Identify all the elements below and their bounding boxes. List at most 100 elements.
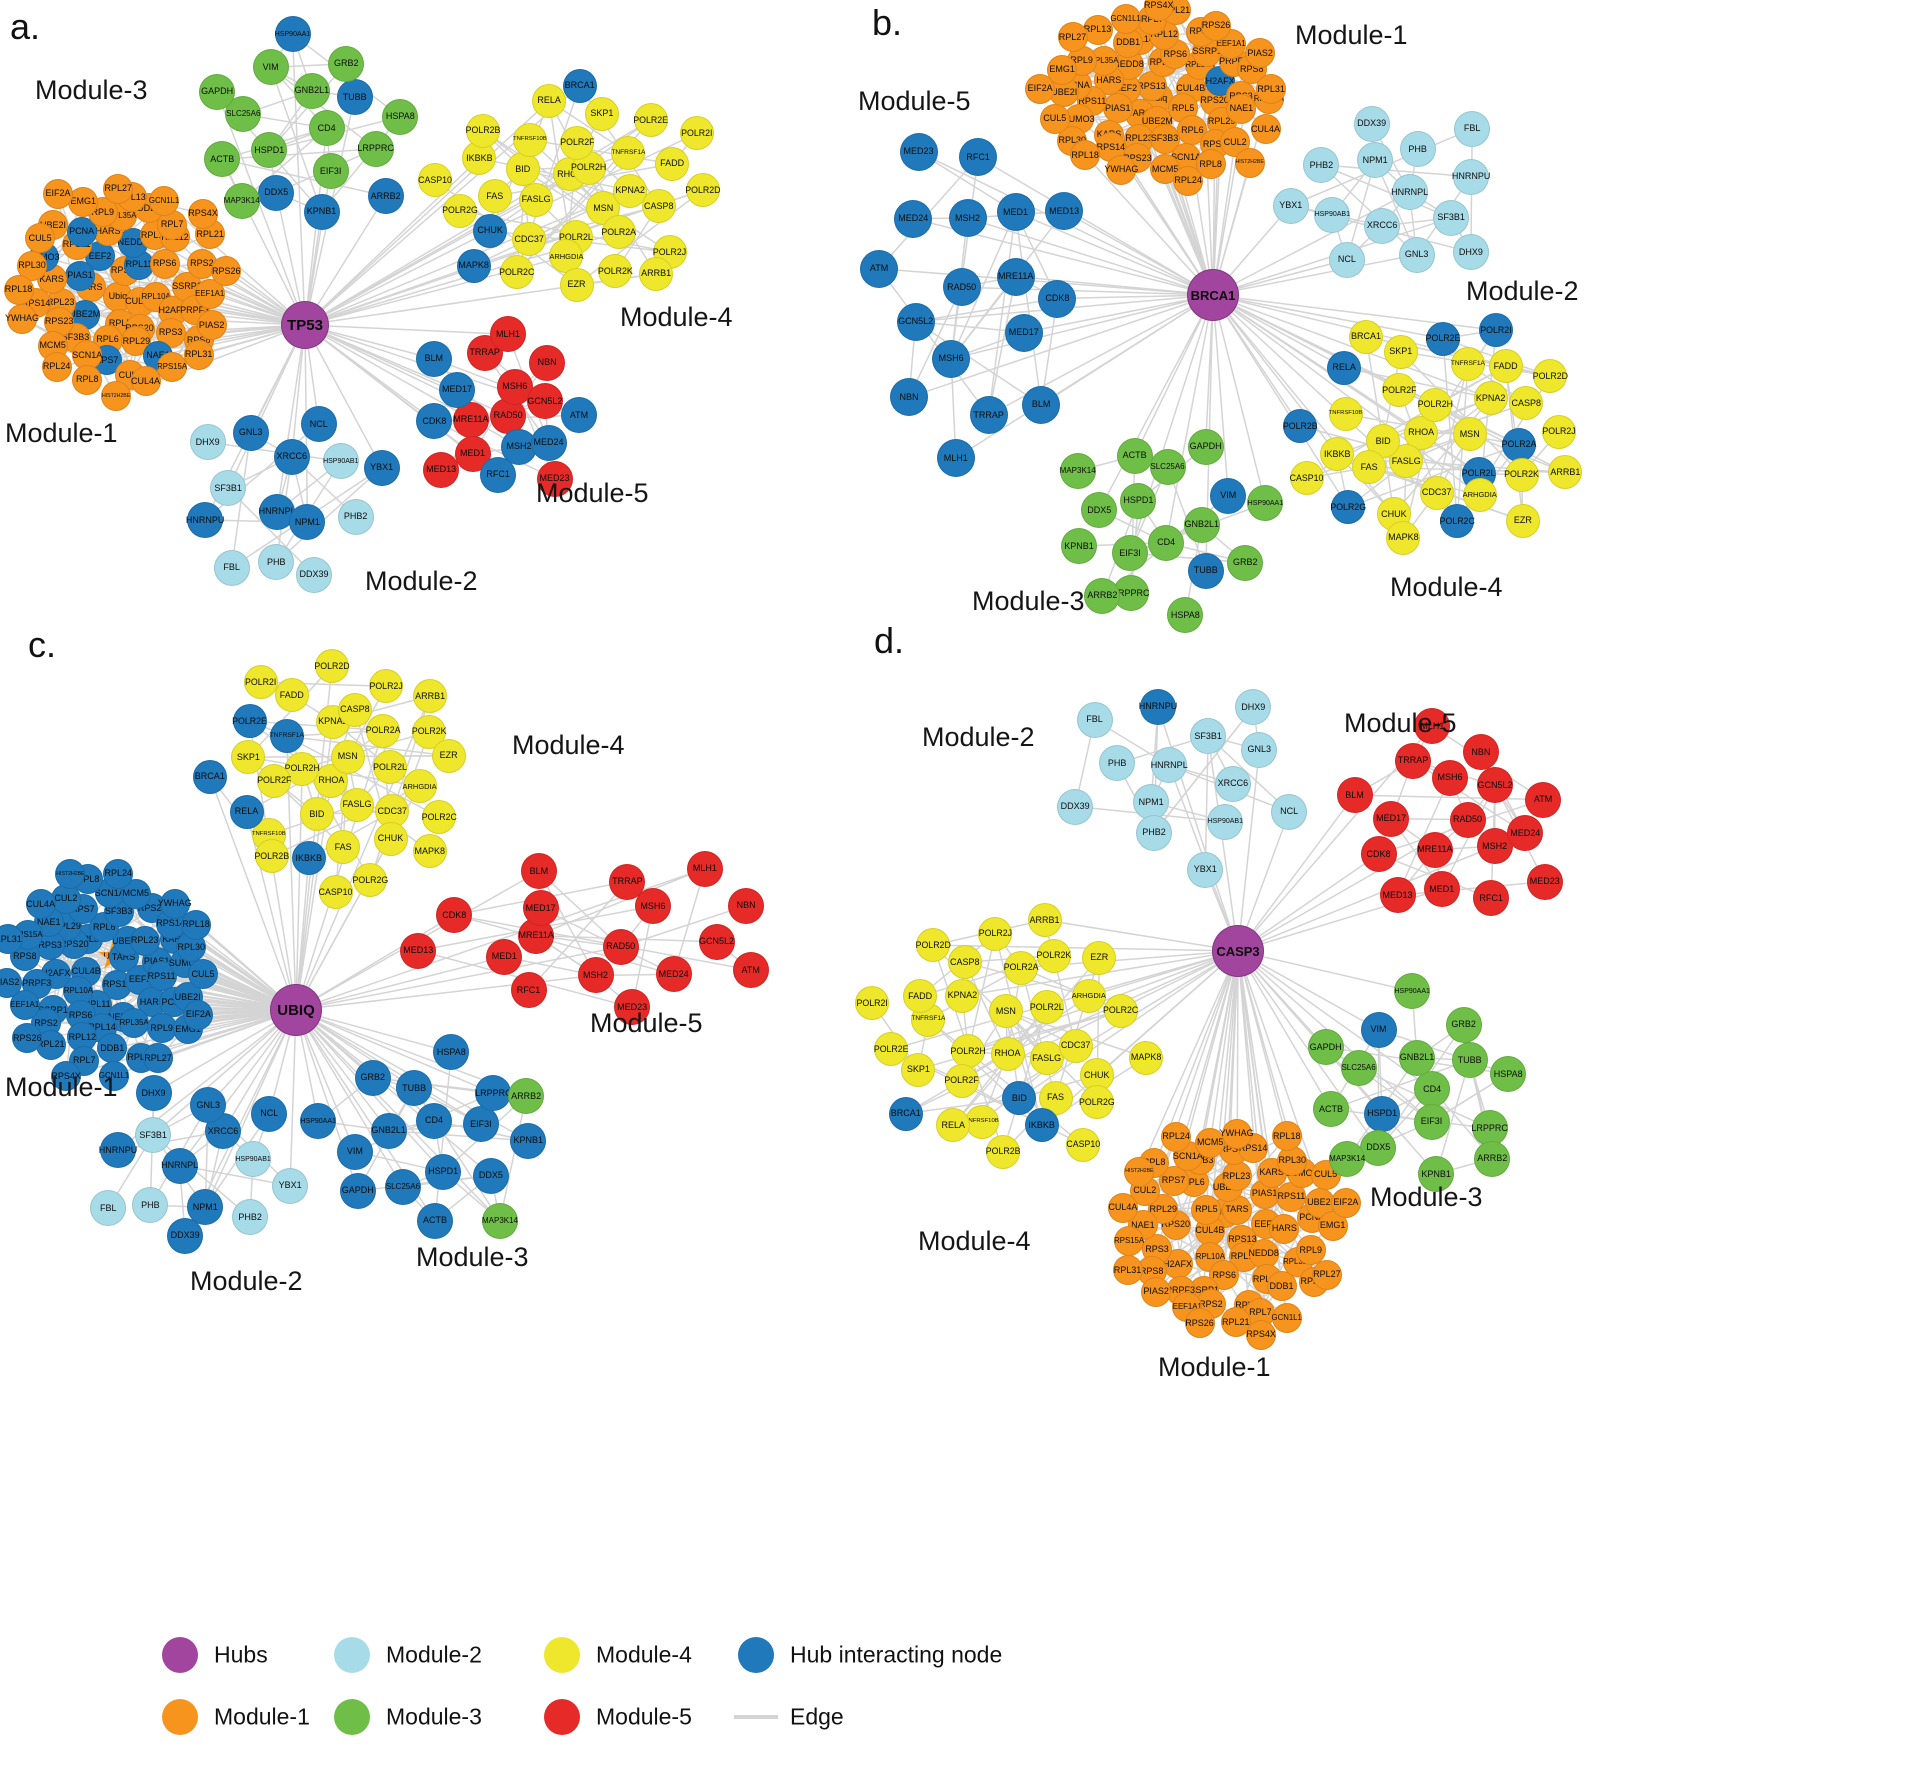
gene-label: RPS8: [13, 950, 37, 961]
gene-label: SLC25A6: [385, 1181, 421, 1191]
gene-label: MSN: [593, 202, 614, 213]
gene-label: RPL12: [68, 1031, 97, 1042]
gene-label: SUMO3: [1285, 1167, 1318, 1178]
gene-label: HNRNPL: [161, 1160, 199, 1170]
gene-node-lrpprc: LRPPRC: [475, 1075, 512, 1112]
gene-node-polr2b: POLR2B: [466, 113, 500, 148]
gene-label: RPL21: [1222, 1316, 1250, 1327]
gene-node-hnrnpl: HNRNPL: [161, 1147, 199, 1184]
gene-node-rad50: RAD50: [1449, 801, 1486, 838]
gene-node-eif3i: EIF3I: [1413, 1103, 1450, 1140]
gene-label: ARRB2: [370, 190, 401, 201]
edge: [918, 1009, 1121, 1071]
legend-swatch-module-3: [334, 1699, 370, 1735]
gene-label: RPL11: [1230, 1251, 1258, 1262]
gene-node-hnrnpu: HNRNPU: [1139, 688, 1177, 725]
gene-label: POLR2F: [944, 1075, 979, 1086]
gene-node-pias2: PIAS2: [1141, 1276, 1172, 1307]
gene-label: BLM: [1031, 399, 1051, 410]
gene-label: DDB1: [137, 202, 162, 213]
edge: [1397, 880, 1545, 896]
gene-node-hsp90aa1: HSP90AA1: [300, 1103, 337, 1140]
gene-node-hars: HARS: [1269, 1213, 1300, 1244]
edge: [152, 1009, 297, 1136]
gene-label: RPL35A: [107, 210, 137, 220]
legend-label-edge: Edge: [790, 1703, 844, 1730]
gene-label: POLR2K: [598, 265, 633, 276]
gene-label: HSPA8: [436, 1046, 466, 1057]
gene-label: RPS23: [44, 316, 74, 327]
panel-label-a: a.: [10, 6, 41, 47]
gene-label: CHUK: [1381, 508, 1407, 519]
gene-node-arhgdia: ARHGDIA: [549, 239, 583, 274]
gene-node-msh2: MSH2: [577, 957, 614, 994]
gene-node-npm1: NPM1: [289, 504, 326, 541]
gene-label: RPL5: [1171, 102, 1195, 113]
gene-label: CUL5: [191, 968, 215, 979]
gene-label: RPS13: [102, 979, 132, 990]
gene-node-med17: MED17: [439, 371, 475, 408]
gene-node-nbn: NBN: [728, 887, 765, 924]
edge: [951, 294, 1214, 360]
gene-label: SKP1: [590, 108, 614, 119]
gene-label: POLR2A: [365, 725, 401, 736]
gene-label: CUL5: [28, 232, 52, 243]
gene-node-slc25a6: SLC25A6: [384, 1168, 421, 1205]
gene-label: RPL18: [4, 284, 33, 295]
gene-node-tubb: TUBB: [1451, 1042, 1488, 1079]
gene-node-med1: MED1: [486, 938, 523, 975]
module-title-d-module-2: Module-2: [922, 722, 1035, 752]
edge: [1134, 294, 1214, 457]
gene-node-rpl18: RPL18: [1271, 1121, 1302, 1152]
gene-node-arrb2: ARRB2: [1084, 577, 1121, 614]
gene-node-mapk8: MAPK8: [1129, 1040, 1164, 1075]
gene-node-casp10: CASP10: [318, 875, 353, 910]
gene-label: GAPDH: [341, 1185, 374, 1196]
gene-node-rad50: RAD50: [602, 928, 639, 965]
gene-node-rpl21: RPL21: [1220, 1307, 1251, 1338]
gene-node-mre11a: MRE11A: [996, 257, 1035, 296]
gene-label: FASLG: [1391, 455, 1421, 466]
gene-node-rela: RELA: [229, 794, 264, 829]
gene-node-mre11a: MRE11A: [1416, 831, 1453, 868]
gene-node-eif2a: EIF2A: [183, 999, 214, 1030]
edge: [1237, 950, 1413, 993]
gene-node-phb2: PHB2: [1136, 814, 1172, 851]
gene-node-rpl31: RPL31: [0, 924, 23, 955]
gene-node-msh6: MSH6: [1432, 759, 1468, 796]
gene-node-med17: MED17: [1004, 313, 1043, 352]
gene-label: HSP90AB1: [235, 1155, 271, 1163]
edge: [1212, 294, 1301, 427]
gene-node-skp1: SKP1: [584, 96, 619, 131]
gene-node-atm: ATM: [1525, 781, 1562, 818]
gene-node-skp1: SKP1: [231, 740, 266, 775]
gene-label: BID: [1375, 435, 1391, 446]
gene-label: RPL29: [53, 920, 81, 931]
gene-label: EIF3I: [319, 165, 342, 176]
gene-label: POLR2D: [685, 184, 721, 195]
gene-label: MED13: [426, 464, 457, 475]
gene-node-cdk8: CDK8: [1360, 836, 1397, 873]
gene-label: SF3B3: [1150, 133, 1179, 144]
edge: [1207, 735, 1239, 952]
gene-node-arrb2: ARRB2: [367, 178, 404, 215]
gene-label: RPL9: [1299, 1244, 1323, 1255]
gene-label: TUBB: [1457, 1054, 1482, 1065]
gene-label: FAS: [334, 841, 352, 852]
gene-label: POLR2K: [1504, 469, 1539, 480]
gene-node-eif3i: EIF3I: [462, 1106, 499, 1143]
edge: [1321, 164, 1452, 219]
gene-label: EMG1: [70, 196, 97, 206]
gene-node-xrcc6: XRCC6: [1214, 765, 1251, 802]
gene-label: MSN: [995, 1005, 1016, 1016]
gene-label: CDC37: [1060, 1040, 1091, 1051]
gene-label: RPL24: [104, 868, 133, 879]
gene-label: YBX1: [1279, 200, 1303, 210]
gene-node-bid: BID: [299, 797, 334, 832]
gene-node-fadd: FADD: [1488, 349, 1523, 384]
gene-label: SF3B1: [139, 1129, 167, 1140]
gene-label: PHB: [141, 1199, 160, 1210]
gene-label: MCM5: [39, 340, 66, 351]
legend-label-hub-interacting-node: Hub interacting node: [790, 1641, 1003, 1668]
gene-label: HNRNPL: [1391, 186, 1429, 197]
